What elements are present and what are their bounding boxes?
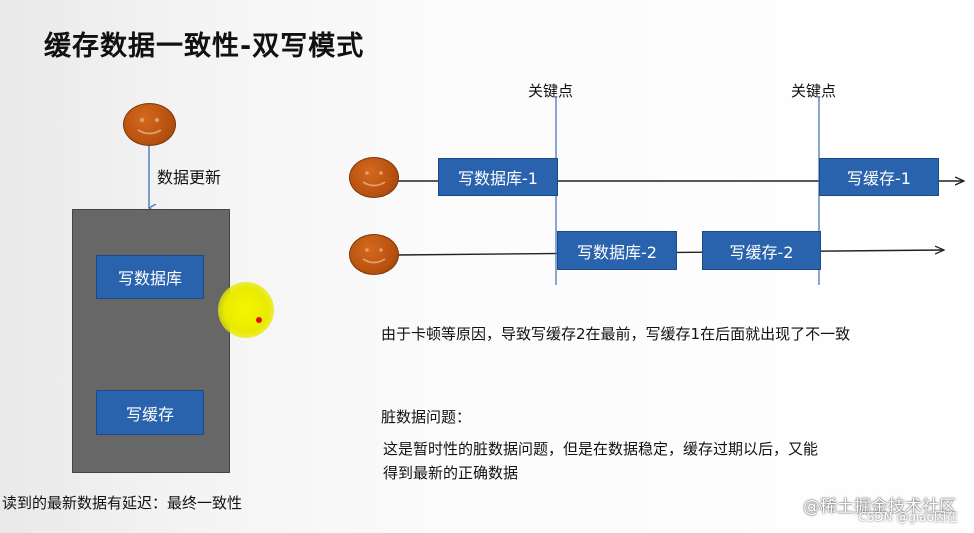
row1-write-db-box: 写数据库-1 — [438, 158, 558, 196]
dirty-data-line-2: 得到最新的正确数据 — [383, 464, 519, 482]
site-watermark: @稀土掘金技术社区 — [803, 497, 956, 517]
row2-write-db-box: 写数据库-2 — [557, 231, 677, 270]
row2-write-cache-box: 写缓存-2 — [702, 231, 821, 270]
user-2-smiley-icon — [349, 234, 399, 275]
page-title: 缓存数据一致性-双写模式 — [44, 31, 365, 62]
user-1-smiley-icon — [349, 157, 399, 198]
user-smiley-icon — [123, 103, 176, 146]
write-db-box: 写数据库 — [96, 255, 204, 299]
key-point-label-1: 关键点 — [528, 82, 574, 100]
credit-watermark: CSDN @giao因在 — [858, 510, 958, 524]
key-point-label-2: 关键点 — [791, 82, 837, 100]
left-footer-text: 读到的最新数据有延迟：最终一致性 — [2, 494, 243, 512]
row1-write-cache-box: 写缓存-1 — [819, 158, 939, 196]
dirty-data-line-1: 这是暂时性的脏数据问题，但是在数据稳定，缓存过期以后，又能 — [383, 440, 819, 458]
dirty-data-title: 脏数据问题： — [381, 408, 472, 426]
cursor-dot — [256, 317, 262, 323]
update-label: 数据更新 — [157, 168, 222, 187]
cause-note: 由于卡顿等原因，导致写缓存2在最前，写缓存1在后面就出现了不一致 — [381, 325, 851, 343]
write-cache-box: 写缓存 — [96, 390, 204, 435]
cursor-highlight — [218, 282, 274, 338]
